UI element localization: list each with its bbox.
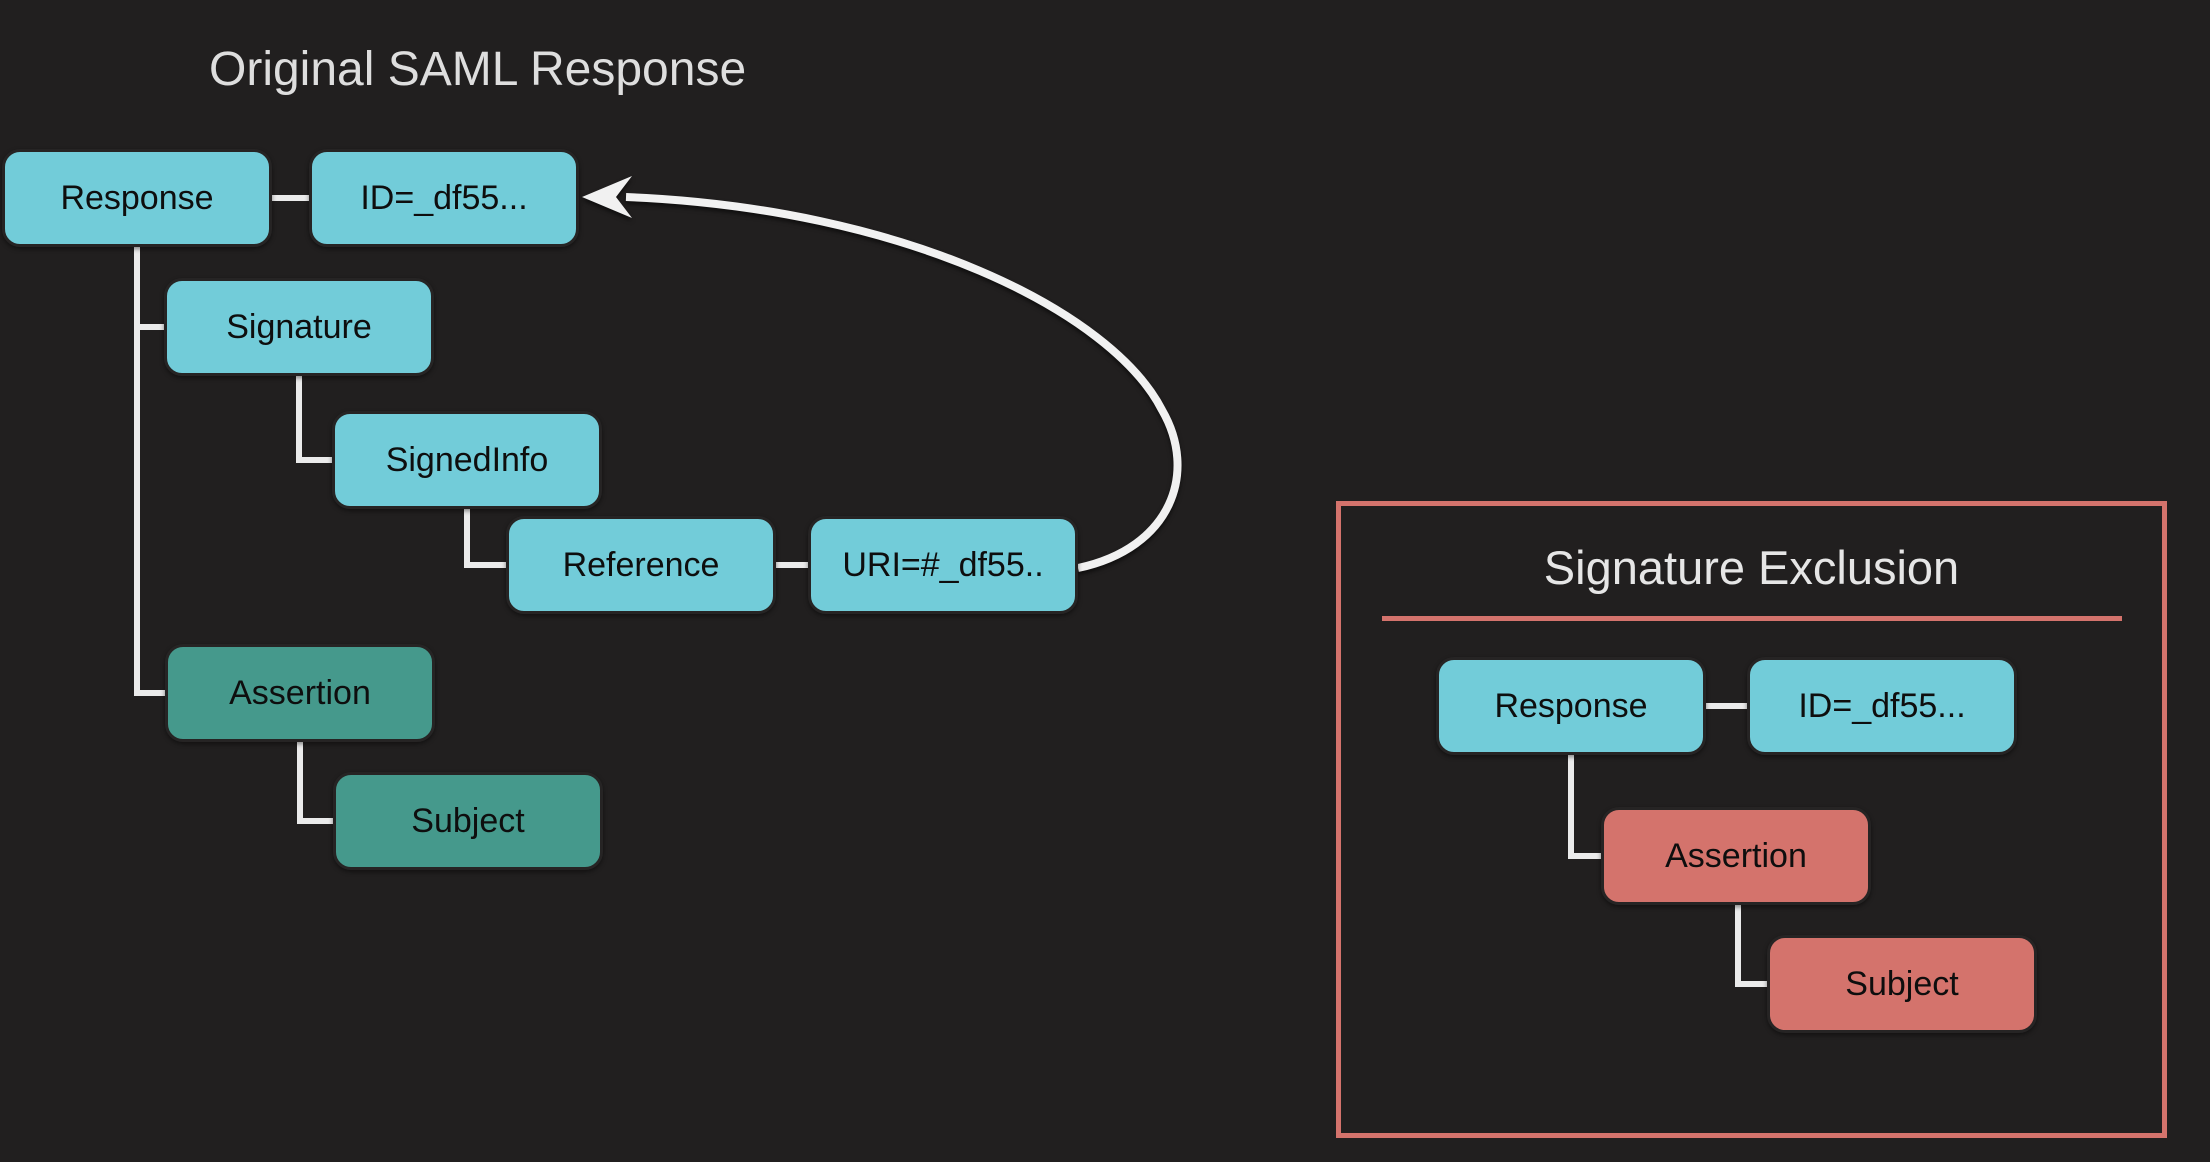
node-id-attribute-label: ID=_df55... xyxy=(360,178,528,217)
node-id-attribute: ID=_df55... xyxy=(309,149,579,247)
node-subject-right-label: Subject xyxy=(1845,964,1959,1003)
node-assertion-label: Assertion xyxy=(229,673,371,712)
node-subject: Subject xyxy=(333,772,603,870)
node-reference-label: Reference xyxy=(562,545,720,584)
node-signature: Signature xyxy=(164,278,434,376)
node-signedinfo: SignedInfo xyxy=(332,411,602,509)
connector-signedinfo-reference xyxy=(464,509,506,568)
node-response-right-label: Response xyxy=(1494,686,1648,725)
node-response-right: Response xyxy=(1436,657,1706,755)
node-reference: Reference xyxy=(506,516,776,614)
left-diagram-title: Original SAML Response xyxy=(209,43,747,96)
node-id-attribute-right: ID=_df55... xyxy=(1747,657,2017,755)
uri-to-id-reference-arrow xyxy=(582,176,1182,572)
connector-assertion-subject xyxy=(297,742,333,824)
node-signature-label: Signature xyxy=(226,307,372,346)
node-signedinfo-label: SignedInfo xyxy=(385,440,549,479)
connector-signature-signedinfo xyxy=(296,376,332,463)
reference-arrowhead-icon xyxy=(582,176,632,218)
node-uri-attribute-label: URI=#_df55.. xyxy=(842,545,1044,584)
signature-exclusion-title: Signature Exclusion xyxy=(1543,541,1960,594)
connector-response-assertion xyxy=(134,247,165,696)
node-assertion: Assertion xyxy=(165,644,435,742)
reference-arrow-curve xyxy=(625,193,1182,572)
node-response-label: Response xyxy=(60,178,214,217)
node-response: Response xyxy=(2,149,272,247)
connector-response-assertion-right xyxy=(1568,755,1601,859)
node-uri-attribute: URI=#_df55.. xyxy=(808,516,1078,614)
signature-exclusion-title-underline xyxy=(1382,616,2122,621)
node-subject-right: Subject xyxy=(1767,935,2037,1033)
node-assertion-right: Assertion xyxy=(1601,807,1871,905)
node-id-attribute-right-label: ID=_df55... xyxy=(1798,686,1966,725)
connector-assertion-subject-right xyxy=(1735,905,1767,987)
signature-exclusion-panel xyxy=(1336,501,2167,1138)
node-subject-label: Subject xyxy=(411,801,525,840)
node-assertion-right-label: Assertion xyxy=(1665,836,1807,875)
